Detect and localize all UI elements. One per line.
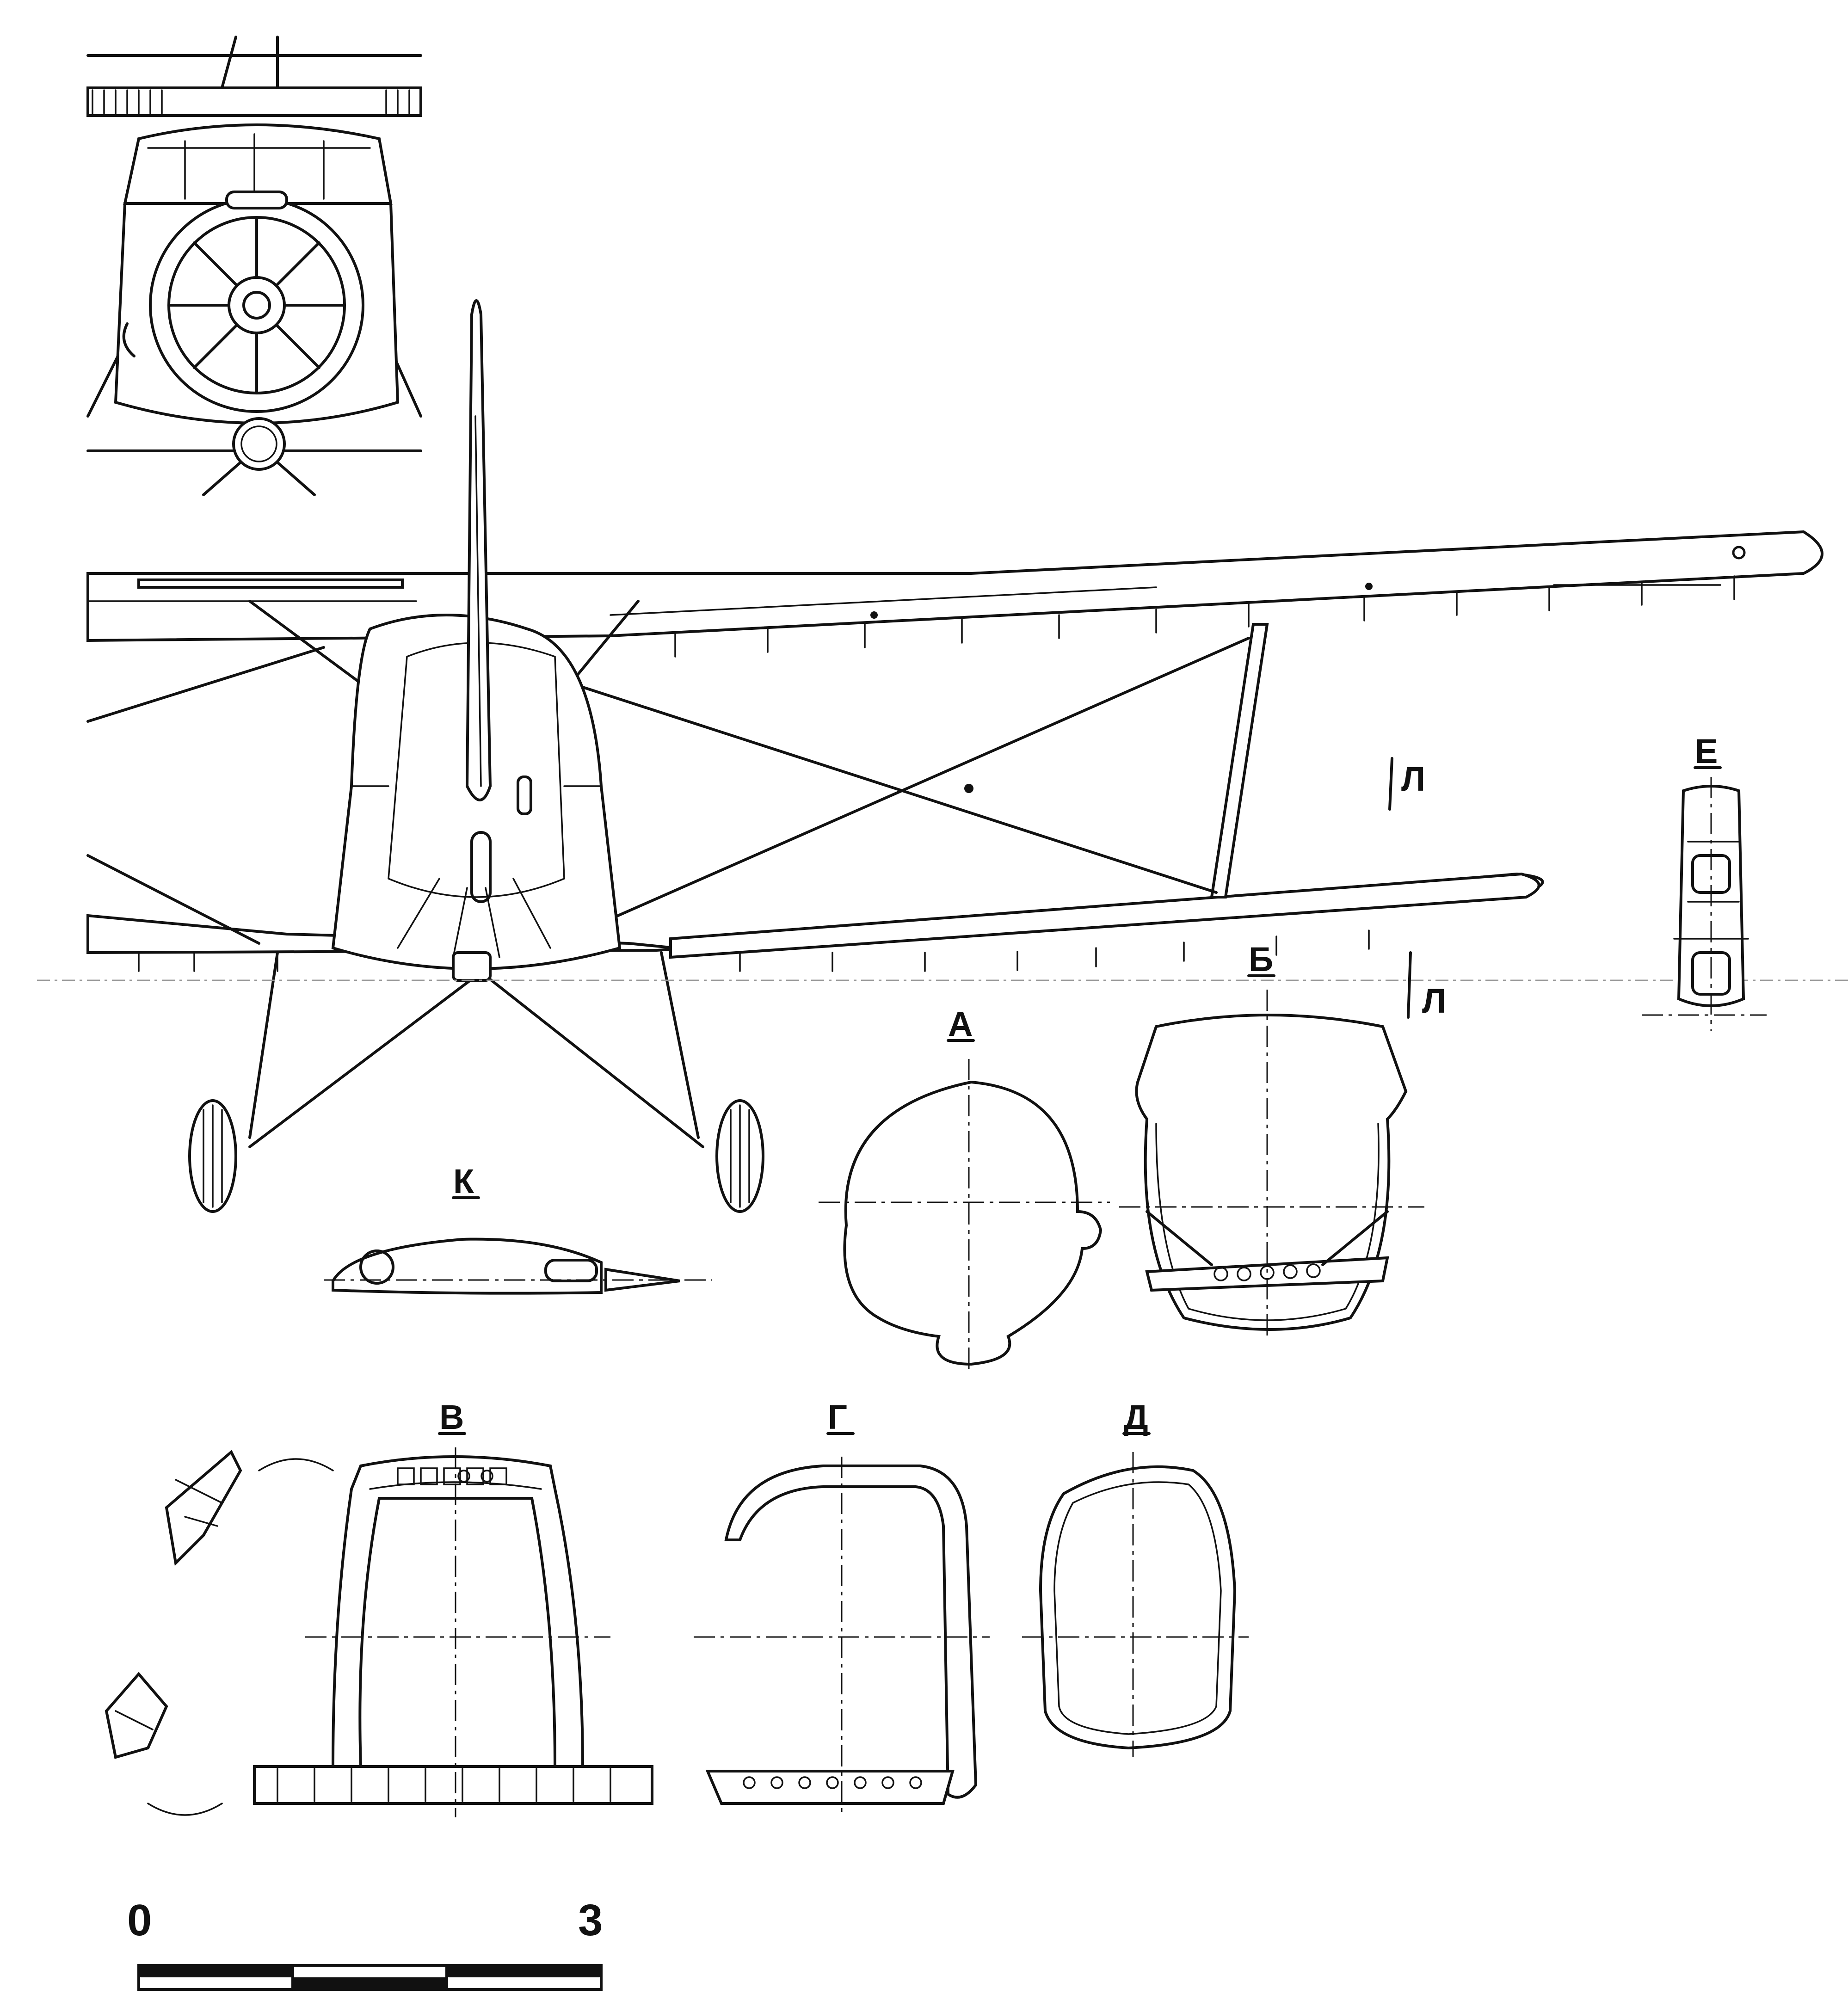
label-section-v: В bbox=[439, 1398, 464, 1436]
engine-front-view-inset bbox=[86, 36, 422, 496]
label-section-a: А bbox=[948, 1005, 973, 1043]
section-v bbox=[105, 1447, 653, 1817]
label-section-b: Б bbox=[1249, 940, 1273, 979]
aircraft-front-view bbox=[86, 299, 1823, 1213]
section-a bbox=[819, 1059, 1110, 1369]
section-g bbox=[694, 1457, 990, 1813]
label-section-g: Г bbox=[828, 1398, 847, 1436]
scale-bar: 0 3 bbox=[127, 1896, 603, 1991]
section-e bbox=[1642, 777, 1767, 1031]
cut-mark-lower bbox=[1407, 951, 1412, 1019]
cut-mark-upper bbox=[1388, 757, 1393, 811]
label-section-k: К bbox=[453, 1162, 474, 1200]
label-section-d: Д bbox=[1124, 1398, 1148, 1436]
section-d bbox=[1022, 1452, 1249, 1757]
scale-start-label: 0 bbox=[127, 1896, 152, 1945]
label-cut-l-lower: Л bbox=[1422, 982, 1446, 1020]
scale-segment-2 bbox=[293, 1977, 447, 1989]
section-b bbox=[1119, 990, 1424, 1341]
label-cut-l-upper: Л bbox=[1401, 760, 1425, 798]
scale-segment-1 bbox=[139, 1965, 293, 1977]
label-section-e: Е bbox=[1695, 732, 1718, 770]
section-labels: А Б В Г Д Е К Л Л bbox=[438, 732, 1722, 1436]
scale-segment-3 bbox=[447, 1965, 601, 1977]
scale-end-label: 3 bbox=[578, 1896, 603, 1945]
section-k-wing-profile bbox=[324, 1237, 712, 1295]
